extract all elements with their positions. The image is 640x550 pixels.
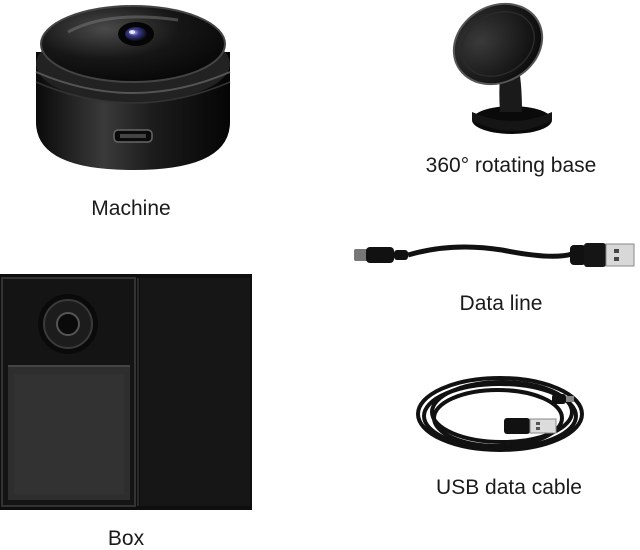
usb-cable-caption: USB data cable: [436, 476, 582, 499]
usb-cable-image: [412, 372, 587, 460]
mount-icon: [452, 2, 552, 134]
machine-caption: Machine: [91, 197, 171, 220]
base-caption: 360° rotating base: [425, 154, 597, 177]
box-image: [0, 274, 252, 510]
box-caption: Box: [107, 527, 145, 550]
rotating-base-image: [440, 2, 570, 142]
data-line-image: [352, 232, 637, 282]
data-line-caption: Data line: [459, 292, 543, 315]
cable-icon: [354, 243, 635, 267]
camera-icon: [35, 5, 231, 170]
camera-machine-image: [28, 2, 238, 182]
coiled-cable-icon: [416, 376, 584, 452]
box-icon: [0, 274, 252, 510]
